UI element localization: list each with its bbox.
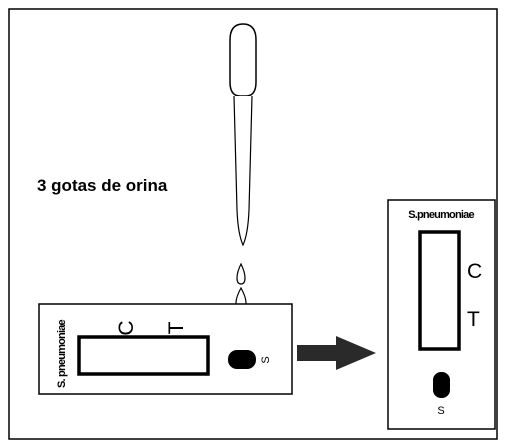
result-card-label: S.pneumoniae — [408, 209, 474, 221]
right-arrow-icon — [297, 336, 376, 370]
result-card-window — [418, 230, 461, 351]
diagram-frame — [8, 8, 498, 440]
result-card-sample-well — [433, 372, 450, 398]
test-strip: S. pneumoniae C T S — [38, 303, 293, 395]
result-card: S.pneumoniae C T S — [387, 199, 496, 430]
test-strip-control-label: C — [115, 320, 138, 335]
test-strip-sample-well — [228, 350, 256, 369]
test-strip-sample-label: S — [260, 356, 272, 363]
result-card-sample-label: S — [437, 405, 444, 417]
test-strip-label: S. pneumoniae — [56, 319, 68, 388]
dropper-icon — [229, 23, 257, 247]
test-strip-test-label: T — [165, 321, 188, 334]
result-card-test-label: T — [467, 308, 480, 331]
instruction-text: 3 gotas de orina — [37, 176, 168, 195]
test-strip-window — [77, 335, 210, 376]
result-card-control-label: C — [467, 260, 482, 283]
drop-1 — [236, 262, 246, 285]
